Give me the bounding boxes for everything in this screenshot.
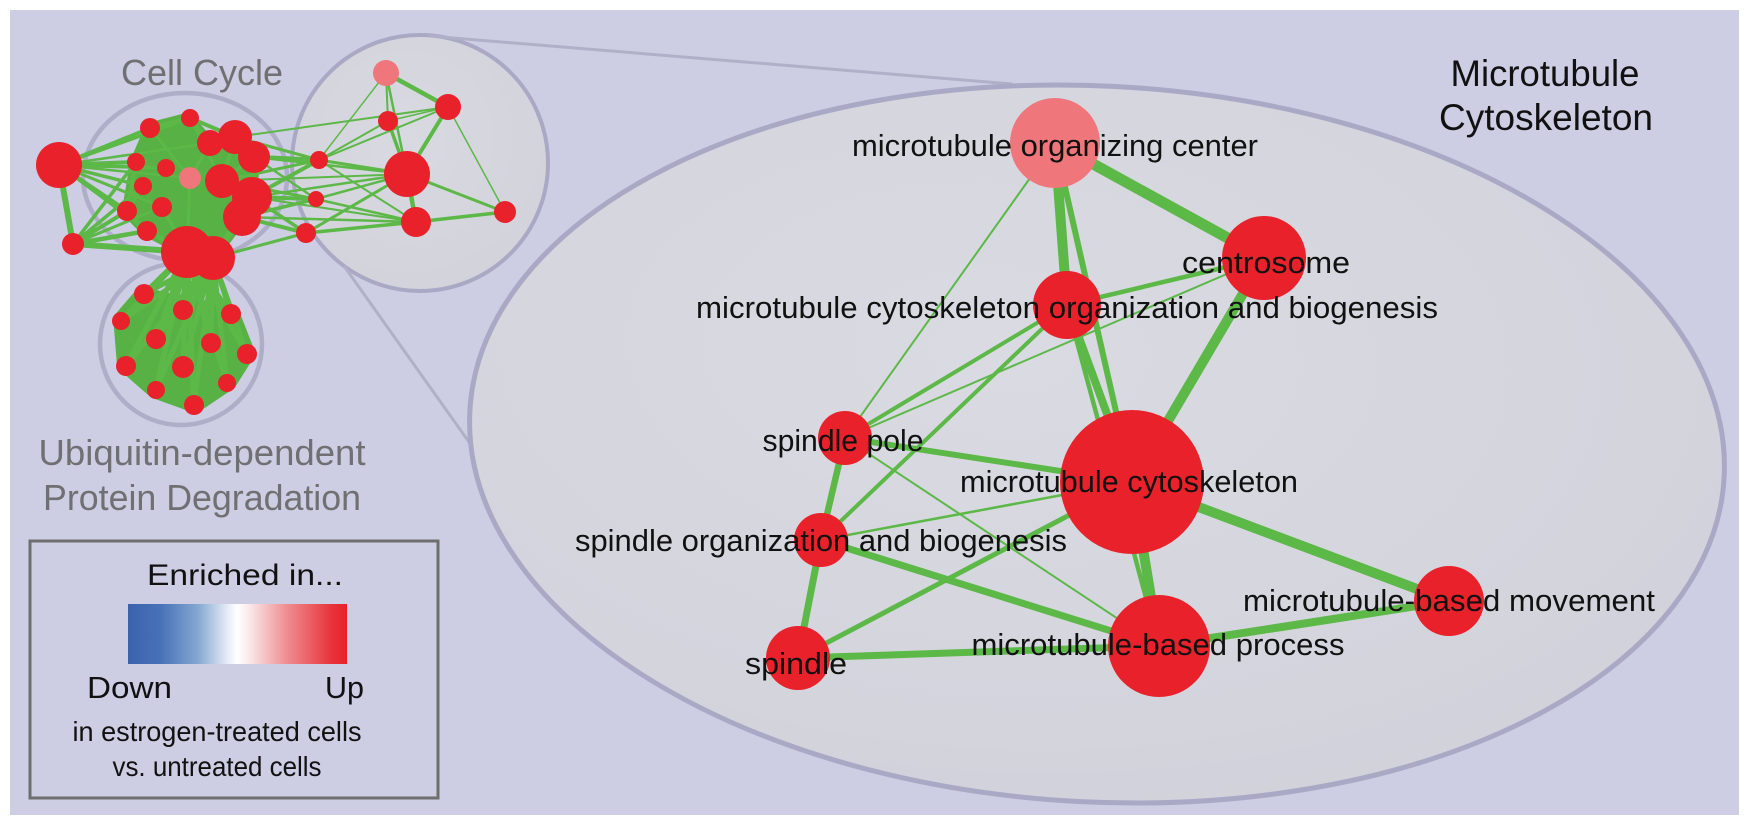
svg-text:microtubule cytoskeleton organ: microtubule cytoskeleton organization an…: [696, 290, 1438, 325]
svg-text:Down: Down: [87, 670, 172, 705]
svg-text:centrosome: centrosome: [1182, 245, 1350, 280]
svg-text:Cell Cycle: Cell Cycle: [121, 52, 283, 93]
svg-text:spindle pole: spindle pole: [763, 423, 924, 458]
svg-text:in estrogen-treated cells: in estrogen-treated cells: [73, 716, 362, 747]
svg-text:Ubiquitin-dependent: Ubiquitin-dependent: [39, 432, 366, 473]
svg-text:Up: Up: [325, 670, 364, 705]
svg-text:Microtubule: Microtubule: [1451, 53, 1640, 94]
svg-text:microtubule-based movement: microtubule-based movement: [1243, 583, 1655, 618]
svg-text:vs. untreated cells: vs. untreated cells: [113, 751, 322, 782]
svg-text:microtubule-based process: microtubule-based process: [972, 627, 1345, 662]
svg-text:Protein Degradation: Protein Degradation: [43, 477, 361, 518]
svg-text:microtubule cytoskeleton: microtubule cytoskeleton: [960, 464, 1298, 499]
svg-text:microtubule organizing center: microtubule organizing center: [852, 128, 1258, 163]
svg-text:spindle organization and bioge: spindle organization and biogenesis: [575, 523, 1067, 558]
svg-text:Enriched in...: Enriched in...: [147, 559, 343, 592]
svg-text:Cytoskeleton: Cytoskeleton: [1439, 97, 1653, 138]
svg-text:spindle: spindle: [745, 646, 847, 681]
